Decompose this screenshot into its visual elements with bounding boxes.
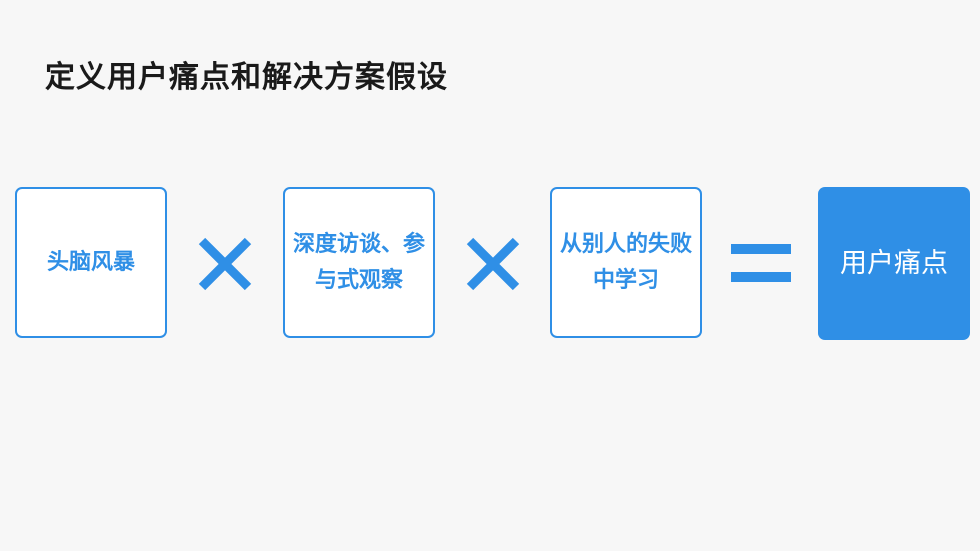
input-box-label: 从别人的失败中学习 (559, 231, 692, 293)
slide-title: 定义用户痛点和解决方案假设 (45, 60, 448, 95)
input-box-label: 深度访谈、参与式观察 (292, 231, 425, 293)
times-icon (198, 237, 252, 291)
input-box-brainstorm: 头脑风暴 (15, 187, 167, 338)
input-box-label: 头脑风暴 (46, 249, 135, 275)
result-box-user-pain-points: 用户痛点 (818, 187, 970, 340)
equals-icon (731, 244, 791, 282)
input-box-interviews: 深度访谈、参与式观察 (283, 187, 435, 338)
times-icon (466, 237, 520, 291)
input-box-learn-from-failure: 从别人的失败中学习 (550, 187, 702, 338)
result-box-label: 用户痛点 (840, 247, 948, 279)
